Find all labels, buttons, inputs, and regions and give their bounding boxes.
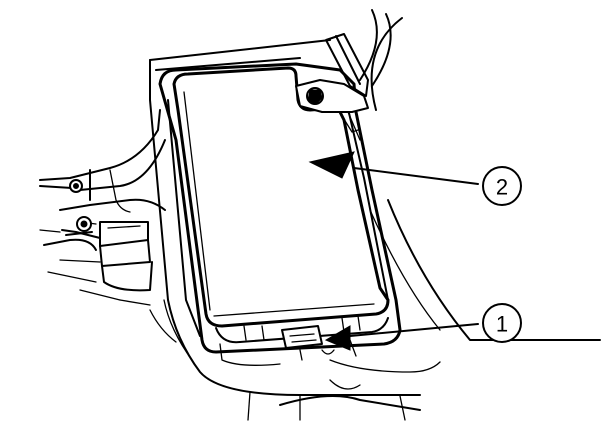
- bolt-icon: [76, 216, 92, 232]
- callout-2: 2: [482, 166, 522, 206]
- bolt-icon: [69, 179, 83, 193]
- wiring-harness: [39, 109, 177, 343]
- callout-1-label: 1: [496, 312, 508, 337]
- callout-2-label: 2: [496, 175, 508, 200]
- arrow-icon: [324, 325, 351, 351]
- fuse-box-housing: [158, 62, 402, 366]
- cover-latch: [281, 325, 335, 361]
- bolt-icon: [306, 87, 324, 105]
- leader-line: [353, 167, 479, 185]
- callout-1: 1: [482, 303, 522, 343]
- arrow-icon: [308, 151, 355, 179]
- leader-line: [349, 323, 479, 337]
- fuse-box-cover: [172, 66, 390, 344]
- body-structure: [149, 9, 601, 421]
